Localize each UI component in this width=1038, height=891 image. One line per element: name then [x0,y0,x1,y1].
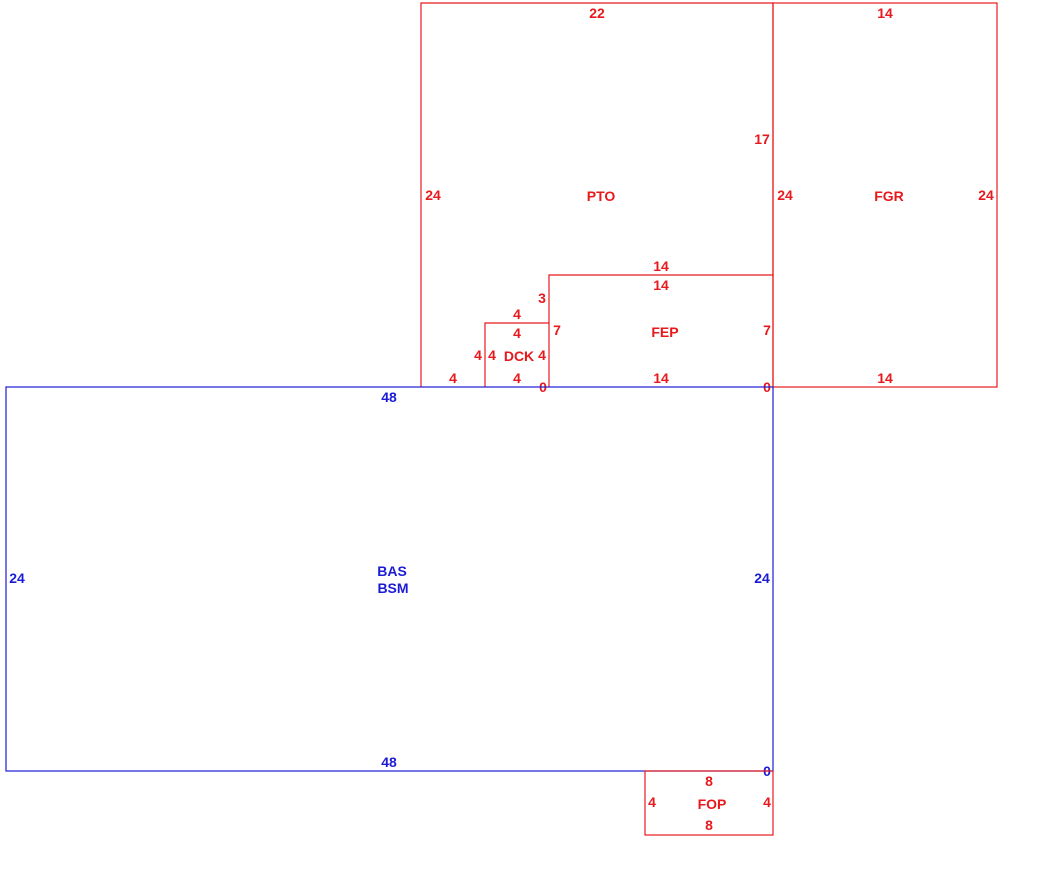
fop-dim-right: 4 [763,794,771,810]
fop-dim-bottom: 8 [705,817,713,833]
fop-dim-left: 4 [648,794,656,810]
bas-outline [5,386,774,772]
fgr-label: FGR [874,188,904,204]
area-bas[interactable]: BAS BSM 48 24 24 48 0 [5,386,774,779]
fgr-dim-left: 24 [777,187,793,203]
bas-dim-right: 24 [754,570,770,586]
bas-label: BAS [377,563,407,579]
dck-dim-top-outer: 4 [513,306,521,322]
fop-label: FOP [698,796,727,812]
fep-dim-top-inner: 14 [653,277,669,293]
dck-dim-left-outer: 4 [474,347,482,363]
pto-dim-right-upper: 17 [754,131,770,147]
area-fgr[interactable]: FGR 14 24 24 14 [772,2,998,388]
area-fop[interactable]: FOP 8 4 4 8 [644,770,774,836]
pto-dim-left: 24 [425,187,441,203]
bas-dim-top: 48 [381,389,397,405]
fgr-dim-right: 24 [978,187,994,203]
fep-dim-step-left: 3 [538,290,546,306]
fgr-dim-top: 14 [877,5,893,21]
dck-dim-bottom: 4 [513,370,521,386]
fgr-outline [772,2,998,388]
dck-outline [484,322,549,387]
fop-dim-top: 8 [705,773,713,789]
fep-dim-left: 7 [553,322,561,338]
dck-dim-top-inner: 4 [513,325,521,341]
dck-label: DCK [504,348,534,364]
fep-dim-top-outer: 14 [653,258,669,274]
bas-dim-left: 24 [9,570,25,586]
bsm-label: BSM [377,580,408,596]
area-dck[interactable]: DCK 4 4 4 4 4 4 [474,306,549,387]
fep-label: FEP [651,324,678,340]
fep-dim-bottom: 14 [653,370,669,386]
dck-dim-right: 4 [538,347,546,363]
fep-dim-right: 7 [763,322,771,338]
area-pto[interactable]: PTO 22 24 17 4 [420,2,774,387]
fep-outline [548,274,774,387]
pto-label: PTO [587,188,616,204]
dck-dim-left-inner: 4 [488,347,496,363]
bas-dim-bottom: 48 [381,754,397,770]
fgr-dim-bottom: 14 [877,370,893,386]
area-fep[interactable]: FEP 14 14 7 7 14 3 0 0 [538,258,774,395]
fop-outline [644,770,774,836]
pto-dim-bottom-left: 4 [449,370,457,386]
pto-dim-top: 22 [589,5,605,21]
